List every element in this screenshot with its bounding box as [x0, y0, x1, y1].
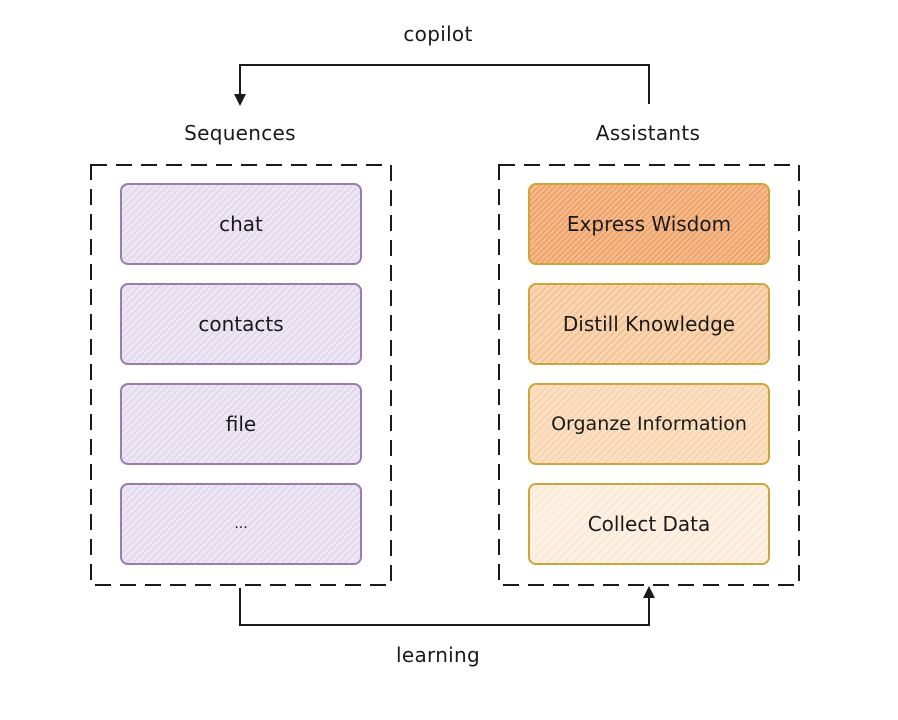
- assistants-title: Assistants: [595, 121, 701, 145]
- sequence-item-file: file: [120, 383, 362, 465]
- sequence-item-contacts: contacts: [120, 283, 362, 365]
- learning-arrow: [239, 586, 655, 626]
- sequence-item-label: ...: [234, 516, 248, 532]
- assistant-item-distill-knowledge: Distill Knowledge: [528, 283, 770, 365]
- assistant-item-label: Express Wisdom: [566, 212, 732, 236]
- sequence-item-label: chat: [219, 212, 263, 236]
- assistant-item-label: Distill Knowledge: [562, 312, 736, 336]
- sequence-item-label: contacts: [198, 312, 284, 336]
- assistants-group-box: [498, 164, 800, 586]
- assistant-item-organize-information: Organze Information: [528, 383, 770, 465]
- sequences-title: Sequences: [184, 121, 296, 145]
- assistant-item-label: Organze Information: [551, 413, 747, 435]
- assistant-item-label: Collect Data: [587, 512, 711, 536]
- assistant-item-express-wisdom: Express Wisdom: [528, 183, 770, 265]
- sequence-item-label: file: [225, 412, 257, 436]
- sequence-item-chat: chat: [120, 183, 362, 265]
- sequence-item-more: ...: [120, 483, 362, 565]
- copilot-label: copilot: [403, 22, 473, 46]
- assistant-item-collect-data: Collect Data: [528, 483, 770, 565]
- copilot-arrow: [234, 64, 650, 106]
- learning-label: learning: [396, 643, 480, 667]
- sequences-group-box: [90, 164, 392, 586]
